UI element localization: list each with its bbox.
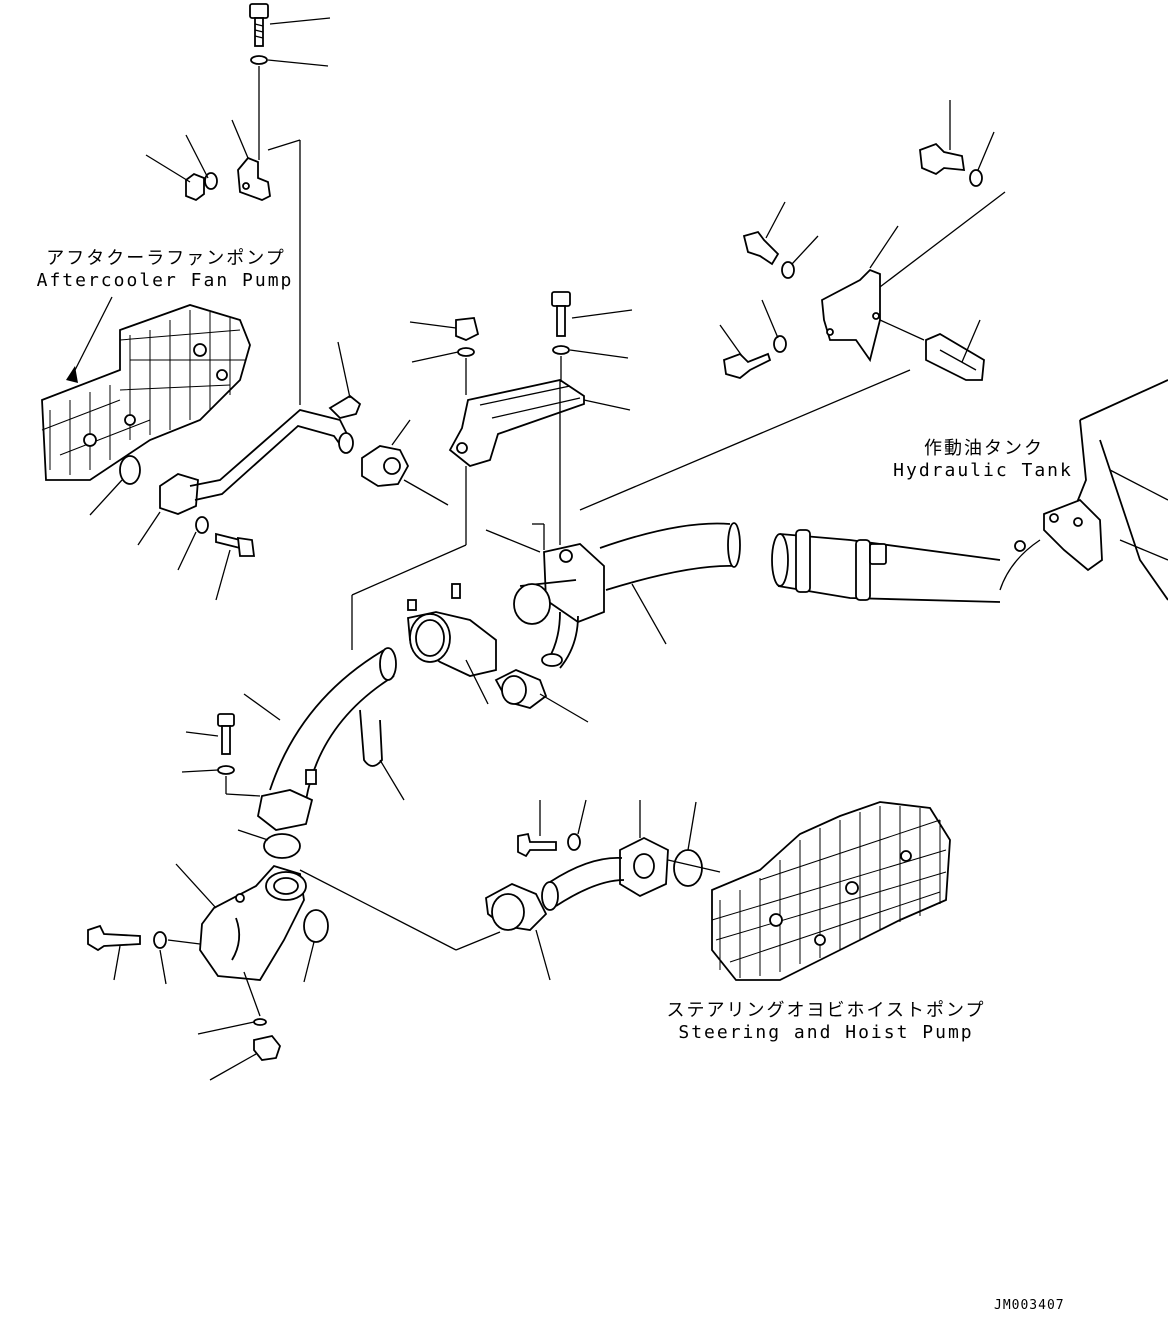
tank-bracket-group	[579, 100, 1006, 511]
hydraulic-tank-drawing	[999, 379, 1168, 601]
elbow-pipe	[181, 647, 405, 859]
steering-inlet-group	[485, 799, 721, 981]
tank-label-jp: 作動油タンク	[924, 438, 1044, 459]
steering-label-en: Steering and Hoist Pump	[678, 1022, 974, 1043]
tank-label-en: Hydraulic Tank	[893, 460, 1073, 481]
steering-pump-drawing	[711, 801, 951, 981]
aftercooler-pump-drawing	[41, 296, 251, 516]
center-bracket-group	[351, 291, 633, 650]
aftercooler-label-jp: アフタクーラファンポンプ	[46, 248, 286, 269]
small-pipe	[137, 139, 449, 601]
steering-label-jp: ステアリングオヨビホイストポンプ	[666, 1000, 986, 1021]
lower-housing	[87, 863, 501, 1081]
aftercooler-label-en: Aftercooler Fan Pump	[36, 270, 294, 291]
main-pipe	[485, 380, 741, 669]
coupling-group	[407, 583, 589, 723]
tank-hose	[771, 529, 1001, 603]
drawing-code: JM003407	[994, 1298, 1065, 1313]
top-bolt-group	[145, 3, 331, 202]
